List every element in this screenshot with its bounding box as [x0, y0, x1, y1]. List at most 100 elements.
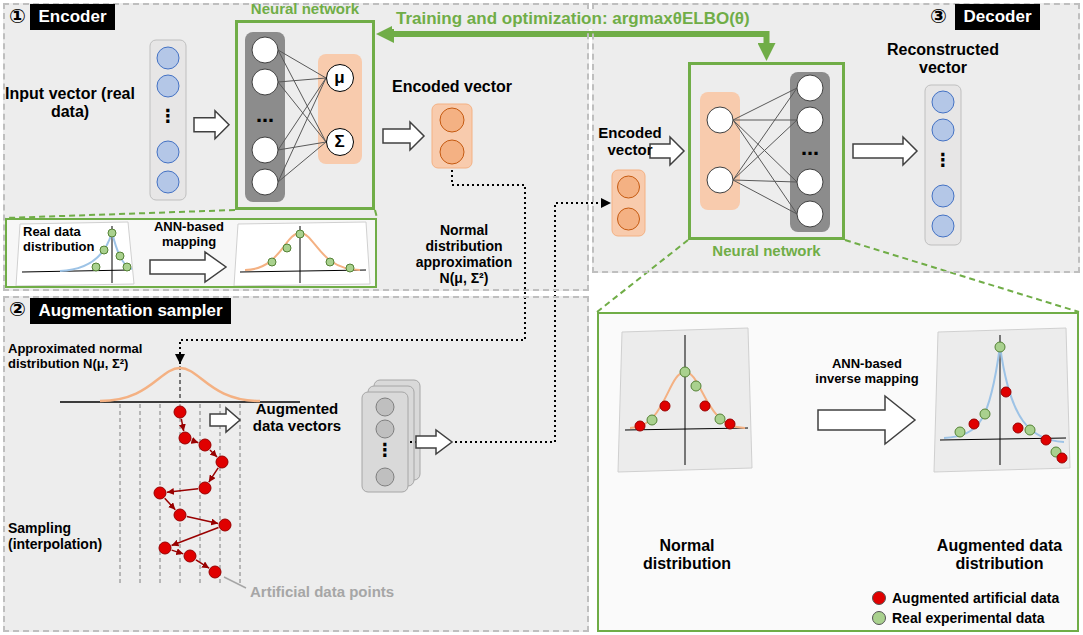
ellipsis-mark: … [800, 139, 820, 160]
sampling-path [172, 550, 184, 554]
block-arrow [194, 111, 229, 139]
sampler-curve [180, 366, 181, 402]
inverse-mapping-arrow [818, 396, 915, 444]
parameter-node: Σ [326, 128, 354, 156]
decoder-network-layers [733, 120, 797, 121]
node-label: μ [334, 68, 344, 88]
normal-approx-plot [326, 258, 334, 266]
normal-distribution-plot [618, 328, 752, 472]
real-data-plot [116, 252, 124, 260]
augmented-distribution-plot [1041, 435, 1051, 445]
normal-distribution-plot [715, 414, 725, 424]
sampling-path [216, 456, 228, 468]
normal-approx-plot [268, 230, 354, 272]
augmented-distribution-plot [934, 328, 1070, 472]
node-heading: ANN-based inverse mapping [810, 357, 924, 387]
encoder-network-layers [252, 169, 278, 195]
encoder-network-layers [278, 142, 326, 182]
block-arrow [383, 122, 424, 150]
legend-swatch [872, 591, 886, 605]
augmented-distribution-plot [969, 387, 1067, 463]
normal-distribution-plot [660, 401, 670, 411]
decoder-network-layers [733, 180, 797, 182]
sampling-path [165, 498, 176, 510]
encoder-network-layers [245, 32, 362, 202]
augmented-vector-stack [376, 420, 394, 438]
sampling-path [174, 509, 186, 521]
normal-distribution-plot [691, 381, 701, 391]
neural-network-box: Neural network [688, 62, 845, 240]
sampling-path [210, 450, 217, 457]
node-heading: Encoded vector [389, 78, 515, 96]
sampling-grid [120, 404, 240, 585]
sampling-path [154, 406, 231, 578]
inset-ground [597, 312, 1079, 632]
augmented-vector-stack [376, 468, 394, 486]
normal-distribution-plot [700, 401, 710, 411]
augmented-distribution-plot [995, 342, 1005, 352]
decoder-network-layers [790, 72, 830, 232]
decoder-network-layers [797, 107, 823, 133]
panel-ground [3, 3, 589, 291]
vector-box: Encoded vector [432, 104, 472, 168]
normal-distribution-plot [647, 415, 657, 425]
reconstructed-vector-cells [925, 85, 961, 245]
encoded-vector-cells [440, 140, 464, 164]
annotation: Sampling (interpolation) [8, 520, 118, 552]
legend-entry: Augmented artificial data [872, 590, 1059, 606]
sampling-grid [200, 404, 201, 585]
real-data-plot [123, 263, 131, 271]
augmented-distribution-plot [934, 328, 1070, 472]
reconstructed-vector-cells [925, 85, 961, 245]
node-heading: Augmented data vectors [240, 400, 354, 435]
feedback-arrow [394, 34, 767, 43]
encoder-network-layers [278, 142, 326, 150]
decoder-network-layers [733, 120, 797, 180]
decoder-network-layers [700, 72, 830, 232]
sampling-path [187, 517, 218, 524]
sampling-grid [120, 404, 121, 585]
reconstructed-vector-cells [932, 91, 954, 113]
decoder-network-layers [733, 88, 797, 120]
encoder-network-layers [252, 137, 278, 163]
decoder-network-layers [797, 201, 823, 227]
inset-ground [5, 218, 1079, 632]
real-data-plot [92, 229, 131, 271]
decoder-network-layers [733, 88, 797, 180]
normal-approx-plot [268, 258, 276, 266]
mapping-arrow [150, 252, 226, 282]
augmented-vector-stack [362, 380, 420, 492]
legend-entry: Real experimental data [872, 610, 1045, 626]
augmented-distribution-plot [969, 419, 979, 429]
sampling-grid [140, 404, 141, 585]
sampling-path [174, 406, 186, 418]
legend-swatch [872, 611, 886, 625]
node-heading: Reconstructed vector [883, 41, 1003, 78]
node-heading: Real data distribution [23, 225, 97, 255]
node-label: Encoder [38, 7, 106, 27]
sampling-path [199, 482, 211, 494]
panel-ground [3, 3, 1080, 632]
input-vector-cells [157, 47, 179, 69]
normal-approx-plot [234, 222, 370, 286]
augmented-distribution-plot [955, 342, 1061, 457]
augmented-distribution-plot [1013, 423, 1023, 433]
annotation: Normal distribution approximation N(μ, Σ… [410, 222, 518, 286]
real-data-plot [92, 263, 100, 271]
sampling-path [181, 419, 183, 431]
sampling-path [199, 439, 211, 451]
mapping-arrow [150, 252, 226, 282]
panel-ground [592, 3, 1080, 273]
augmented-vector-stack [376, 398, 394, 416]
augmented-distribution-plot [944, 346, 1064, 442]
augmented-distribution-plot [955, 427, 965, 437]
dotted-arrow [410, 203, 611, 442]
input-vector-cells [150, 40, 186, 200]
section-tag: Decoder [955, 4, 1040, 30]
input-vector-cells [157, 171, 179, 193]
input-vector-cells [157, 141, 179, 163]
sampling-grid [220, 404, 221, 585]
decoder-input-cells [612, 170, 645, 236]
sampling-path [219, 519, 231, 531]
encoder-network-layers [278, 50, 326, 182]
